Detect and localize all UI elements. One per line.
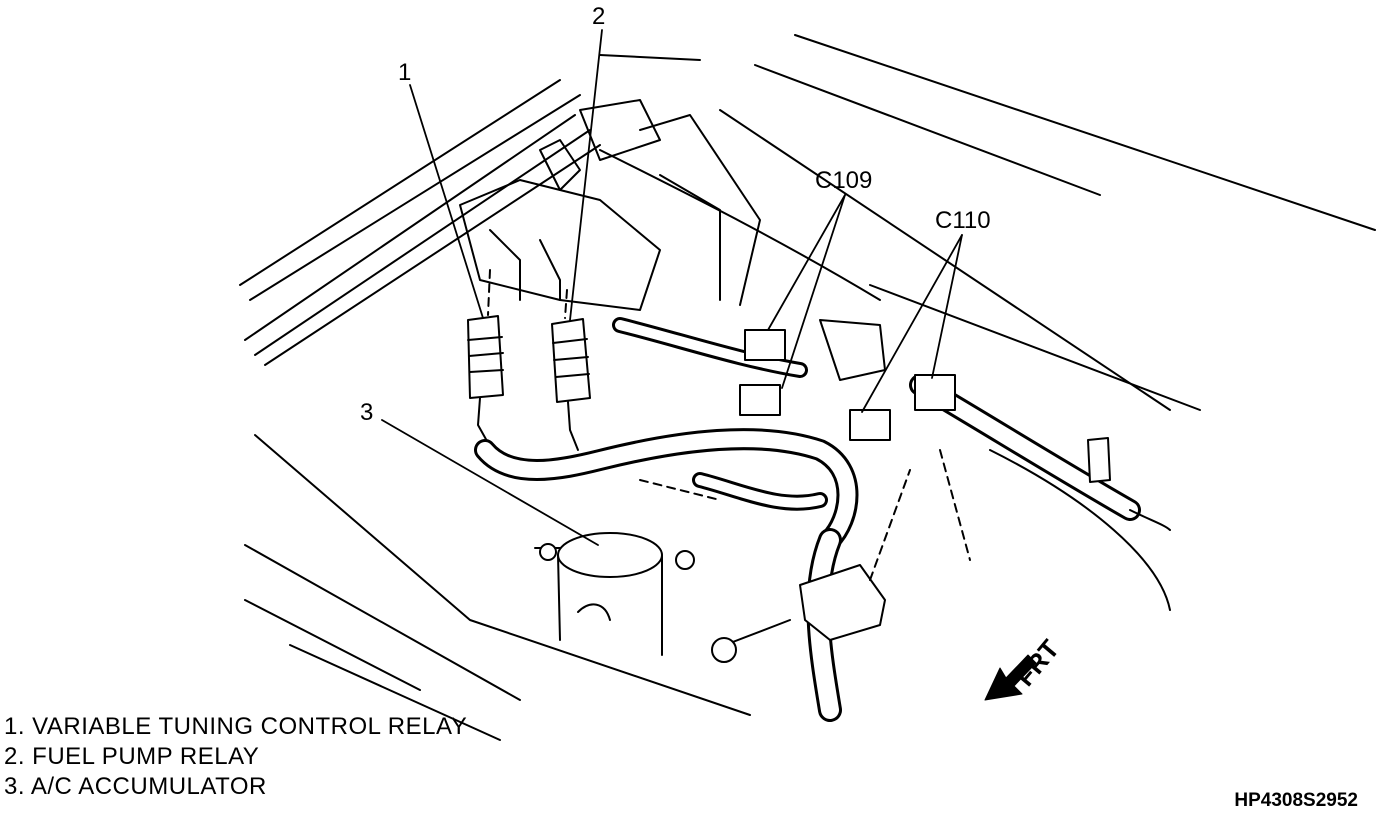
callout-2: 2 — [592, 3, 605, 30]
ac-accumulator — [534, 532, 695, 656]
assembly-dashed-lines — [487, 269, 971, 581]
harness-bracket-bolt — [711, 564, 886, 663]
reference-code: HP4308S2952 — [1234, 790, 1358, 811]
connector-c109 — [739, 329, 786, 416]
legend-item-1: 1. VARIABLE TUNING CONTROL RELAY — [4, 713, 468, 740]
fuel-pump-relay — [551, 318, 591, 451]
front-label: FRT — [1010, 634, 1066, 692]
connector-c110 — [849, 374, 956, 441]
callout-c109: C109 — [815, 167, 872, 194]
callout-1: 1 — [398, 59, 411, 86]
callout-3: 3 — [360, 399, 373, 426]
callout-leader-lines — [381, 29, 963, 546]
callout-c110: C110 — [935, 207, 991, 234]
harness-clip — [819, 319, 1111, 483]
variable-tuning-control-relay — [467, 315, 504, 451]
body-panel-lines — [239, 34, 1376, 741]
legend-item-3: 3. A/C ACCUMULATOR — [4, 773, 267, 800]
front-direction-arrow-icon — [984, 654, 1037, 701]
relay-bracket — [459, 99, 661, 311]
legend-item-2: 2. FUEL PUMP RELAY — [4, 743, 260, 770]
legend: 1. VARIABLE TUNING CONTROL RELAY 2. FUEL… — [4, 712, 467, 802]
